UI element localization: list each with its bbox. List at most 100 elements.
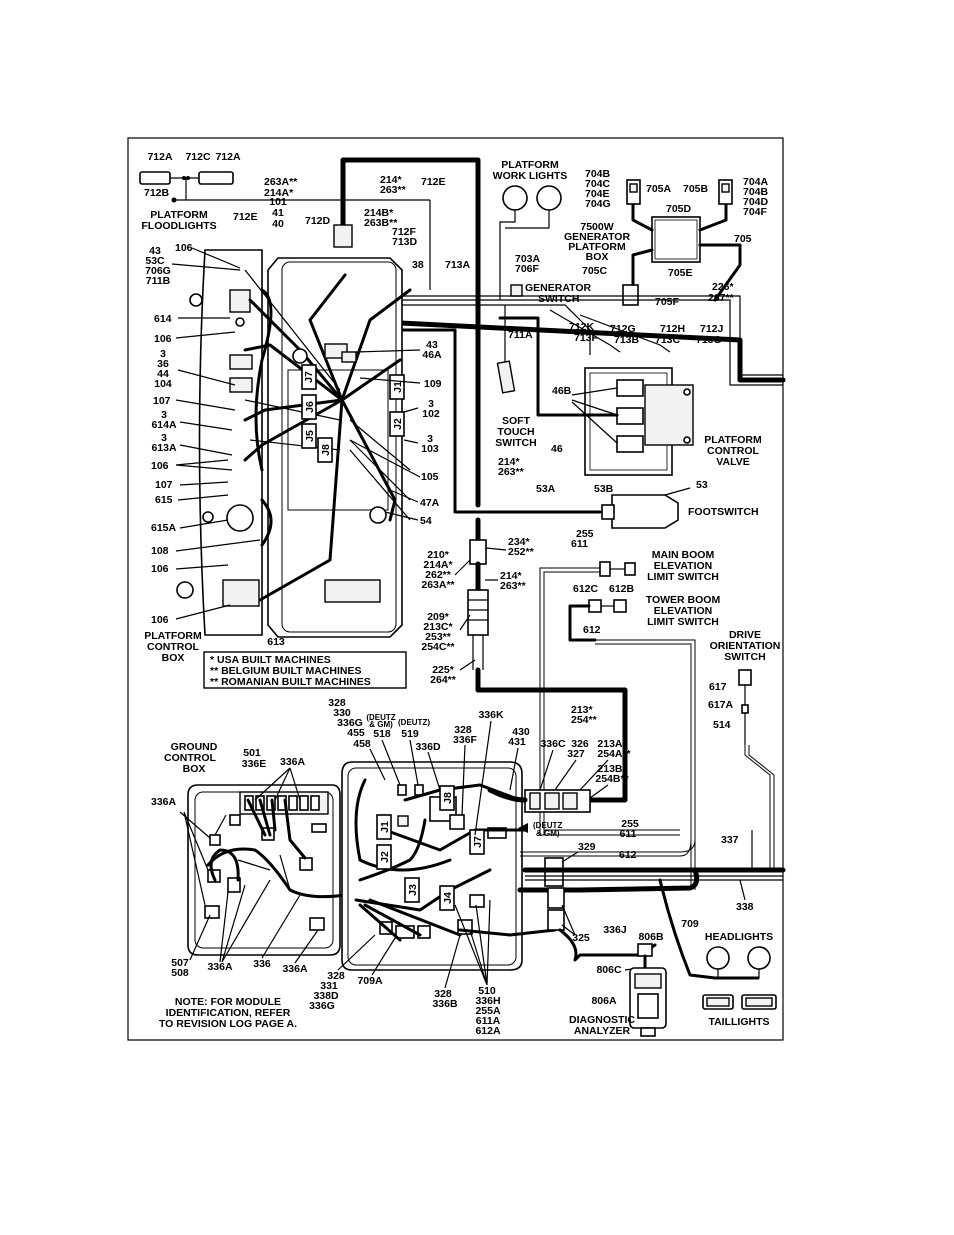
label-336B: 336B xyxy=(432,998,458,1010)
tower-boom-title-2: ELEVATION xyxy=(654,605,713,617)
pcb-label-106-d: 106 xyxy=(151,563,169,575)
label-336A-top: 336A xyxy=(280,756,306,768)
ground-control-box-title-1: GROUND xyxy=(171,741,218,753)
main-boom-title-2: ELEVATION xyxy=(654,560,713,572)
ground-control-box-title-3: BOX xyxy=(183,763,206,775)
label-336D: 336D xyxy=(415,741,441,753)
pcb-label-106-c: 106 xyxy=(151,460,169,472)
mid-label-225: 225* xyxy=(432,664,455,676)
label-611A: 611A xyxy=(476,1015,501,1027)
pcb-label-706G: 706G xyxy=(145,265,171,277)
label-254B: 254B** xyxy=(595,773,629,785)
label-214-mid: 214* xyxy=(498,456,521,468)
label-336A-bottom-2: 336A xyxy=(282,963,308,975)
label-336G-bottom: 336G xyxy=(309,1000,335,1012)
pcb-label-3-c: 3 xyxy=(161,432,167,444)
platform-control-box-title-1: PLATFORM xyxy=(144,630,202,642)
pcb-label-107-b: 107 xyxy=(155,479,173,491)
platform-connector-J8: J8 xyxy=(320,444,332,456)
mid-label-612B: 612B xyxy=(609,583,635,595)
generator-switch xyxy=(510,284,523,297)
label-53: 53 xyxy=(696,479,708,491)
label-455: 455 xyxy=(347,727,365,739)
label-713A: 713A xyxy=(445,259,471,271)
platform-control-valve-title-1: PLATFORM xyxy=(704,434,762,446)
pcb-label-103: 103 xyxy=(421,443,439,455)
platform-control-valve xyxy=(584,367,694,476)
label-431: 431 xyxy=(508,736,526,748)
note-line-3: TO REVISION LOG PAGE A. xyxy=(159,1018,297,1030)
label-806B: 806B xyxy=(638,931,664,943)
label-329: 329 xyxy=(578,841,596,853)
label-704A-right: 704A xyxy=(743,176,769,188)
label-704E-left: 704E xyxy=(585,188,610,200)
label-336A-bottom-1: 336A xyxy=(207,961,233,973)
mid-label-612: 612 xyxy=(583,624,601,636)
label-711A: 711A xyxy=(508,329,533,341)
pcb-label-614: 614 xyxy=(154,313,172,325)
label-336F: 336F xyxy=(453,734,478,746)
pcb-label-102: 102 xyxy=(422,408,440,420)
mid-label-264: 264** xyxy=(430,674,457,686)
main-boom-limit-switch xyxy=(599,561,611,577)
drive-orientation-switch xyxy=(738,669,752,686)
pcb-label-3-a: 3 xyxy=(160,348,166,360)
mid-label-209: 209* xyxy=(427,611,450,623)
generator-box-title-4: BOX xyxy=(586,251,609,263)
label-deutz-gm-2: & GM) xyxy=(369,720,393,729)
label-213A: 213A* xyxy=(597,738,627,750)
generator-box-title-1: 7500W xyxy=(580,221,613,233)
ground-connector-J2: J2 xyxy=(379,851,391,863)
pcb-label-614A: 614A xyxy=(151,419,177,431)
headlights-title: HEADLIGHTS xyxy=(705,931,773,943)
pcb-label-43-right: 43 xyxy=(426,339,438,351)
label-46: 46 xyxy=(551,443,563,455)
connector-middle-lower xyxy=(467,589,489,636)
label-40: 40 xyxy=(272,218,284,230)
headlights xyxy=(706,946,771,978)
label-712B: 712B xyxy=(144,187,170,199)
generator-switch-title-1: GENERATOR xyxy=(525,282,592,294)
label-336G-top: 336G xyxy=(337,717,363,729)
label-267: 267** xyxy=(708,292,735,304)
platform-floodlights-title-2: FLOODLIGHTS xyxy=(141,220,216,232)
legend-box xyxy=(203,651,407,689)
mid-label-262: 262** xyxy=(425,569,452,581)
label-713B: 713B xyxy=(614,334,640,346)
label-263B: 263B** xyxy=(364,217,398,229)
label-510: 510 xyxy=(478,985,496,997)
label-deutz: (DEUTZ) xyxy=(398,718,430,727)
mid-label-612C: 612C xyxy=(573,583,599,595)
platform-work-lights-title-2: WORK LIGHTS xyxy=(493,170,568,182)
label-713C: 713C xyxy=(655,334,681,346)
platform-connector-J2: J2 xyxy=(392,418,404,430)
mid-label-213: 213* xyxy=(571,704,594,716)
mid-label-234: 234* xyxy=(508,536,531,548)
drive-orientation-title-2: ORIENTATION xyxy=(710,640,781,652)
legend-belgium: ** BELGIUM BUILT MACHINES xyxy=(210,665,361,677)
label-612-ground: 612 xyxy=(619,849,637,861)
platform-connector-J1: J1 xyxy=(392,381,404,393)
label-327: 327 xyxy=(567,748,585,760)
label-430: 430 xyxy=(512,726,530,738)
pcb-label-3-right-b: 3 xyxy=(427,433,433,445)
label-337: 337 xyxy=(721,834,739,846)
label-712E-top: 712E xyxy=(421,176,446,188)
deutz-gm-arrow xyxy=(518,823,528,833)
label-712F: 712F xyxy=(392,226,417,238)
label-336E: 336E xyxy=(242,758,267,770)
label-705D: 705D xyxy=(666,203,692,215)
pcb-label-46A: 46A xyxy=(422,349,442,361)
pcb-label-106-a: 106 xyxy=(175,242,193,254)
platform-floodlights-title-1: PLATFORM xyxy=(150,209,208,221)
label-336: 336 xyxy=(253,958,271,970)
label-712C: 712C xyxy=(185,151,211,163)
pcb-label-3-b: 3 xyxy=(161,409,167,421)
platform-control-box-title-2: CONTROL xyxy=(147,641,199,653)
platform-connector-J5: J5 xyxy=(304,430,316,442)
soft-touch-title-3: SWITCH xyxy=(495,437,536,449)
label-263A: 263A** xyxy=(264,176,298,188)
platform-connector-J7: J7 xyxy=(303,371,315,383)
mid-label-252: 252** xyxy=(508,546,535,558)
generator-box-title-3: PLATFORM xyxy=(568,241,626,253)
